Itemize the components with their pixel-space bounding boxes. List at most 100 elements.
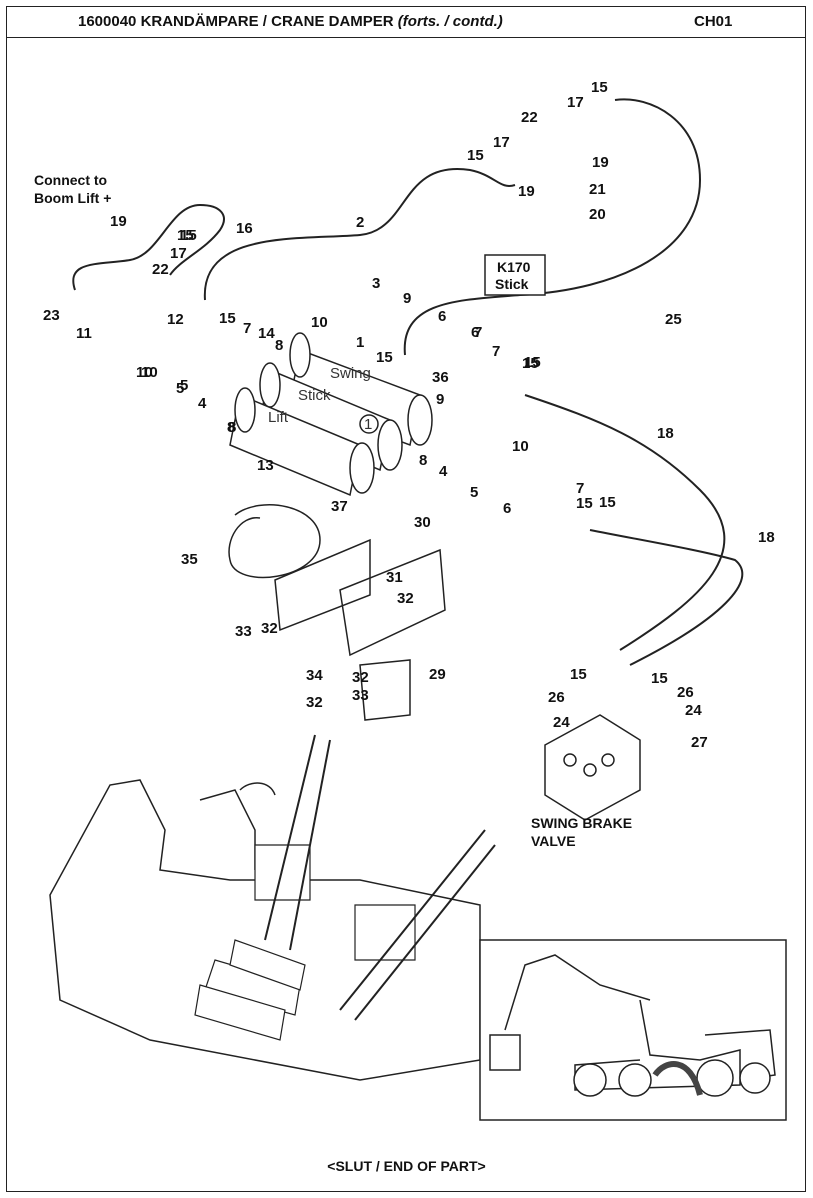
callout: 5 xyxy=(180,377,188,394)
callout: 25 xyxy=(665,311,682,328)
pointer-lines xyxy=(264,734,496,1021)
callout: 15 xyxy=(180,227,197,244)
callout: 32 xyxy=(352,669,369,686)
k170-box xyxy=(484,254,546,296)
k170-line1: K170 xyxy=(497,259,531,275)
hose-25 xyxy=(403,98,702,356)
callout: 8 xyxy=(419,452,427,469)
callout: 7 xyxy=(474,324,482,341)
callout: 15 xyxy=(522,355,539,372)
connect-line1: Connect to xyxy=(34,172,107,188)
callout: 7 xyxy=(243,320,251,337)
callout: 17 xyxy=(170,245,187,262)
callout: 17 xyxy=(493,134,510,151)
callout: 9 xyxy=(403,290,411,307)
callout: 19 xyxy=(592,154,609,171)
callout: 27 xyxy=(691,734,708,751)
callout: 19 xyxy=(518,183,535,200)
callout: 23 xyxy=(43,307,60,324)
callout: 10 xyxy=(141,364,158,381)
inset-machine xyxy=(479,939,787,1121)
page-id: CH01 xyxy=(694,13,733,30)
cyl-label-stick: Stick xyxy=(298,387,331,404)
callout: 7 xyxy=(576,480,584,497)
callout: 8 xyxy=(228,419,236,436)
callout: 32 xyxy=(397,590,414,607)
callout: 3 xyxy=(372,275,380,292)
mounted-cyl-c xyxy=(229,939,306,991)
swing-motor xyxy=(254,844,311,901)
callouts: 15 17 22 19 17 15 19 21 20 19 15 22 16 1… xyxy=(43,79,775,751)
swing-brake-line1: SWING BRAKE xyxy=(531,815,632,831)
callout: 22 xyxy=(152,261,169,278)
callout: 35 xyxy=(181,551,198,568)
callout: 17 xyxy=(567,94,584,111)
callout: 15 xyxy=(570,666,587,683)
circle-1-number: 1 xyxy=(364,416,372,433)
callout: 4 xyxy=(439,463,448,480)
cylinder-lift xyxy=(229,387,375,497)
callout: 19 xyxy=(110,213,127,230)
callout: 21 xyxy=(589,181,606,198)
callout: 15 xyxy=(651,670,668,687)
connect-line2: Boom Lift + xyxy=(34,190,111,206)
callout: 16 xyxy=(236,220,253,237)
callout: 6 xyxy=(503,500,511,517)
callout: 22 xyxy=(521,109,538,126)
hose-18a xyxy=(524,394,726,651)
callout: 6 xyxy=(438,308,446,325)
swing-brake-valve xyxy=(544,714,641,821)
mounted-cyl-b xyxy=(194,984,286,1041)
callout: 15 xyxy=(219,310,236,327)
callout: 6 xyxy=(471,324,479,341)
k170-line2: Stick xyxy=(495,276,529,292)
callout: 24 xyxy=(553,714,570,731)
rotator-motor xyxy=(354,904,416,961)
callout: 20 xyxy=(589,206,606,223)
callout: 18 xyxy=(657,425,674,442)
callout: 18 xyxy=(758,529,775,546)
hose-18b xyxy=(589,529,744,666)
callout: 15 xyxy=(599,494,616,511)
callout: 1 xyxy=(356,334,364,351)
part-title: 1600040 KRANDÄMPARE / CRANE DAMPER (fort… xyxy=(78,13,503,30)
callout: 10 xyxy=(136,364,153,381)
callout: 26 xyxy=(677,684,694,701)
callout: 10 xyxy=(512,438,529,455)
bracket-29 xyxy=(359,659,411,721)
page-frame xyxy=(6,6,806,1192)
callout: 30 xyxy=(414,514,431,531)
swing-brake-line2: VALVE xyxy=(531,833,576,849)
callout: 31 xyxy=(386,569,403,586)
page-header: 1600040 KRANDÄMPARE / CRANE DAMPER (fort… xyxy=(6,6,806,38)
callout: 12 xyxy=(167,311,184,328)
callout: 36 xyxy=(432,369,449,386)
callout: 15 xyxy=(177,227,194,244)
callout: 33 xyxy=(235,623,252,640)
callout: 15 xyxy=(591,79,608,96)
end-of-part: <SLUT / END OF PART> xyxy=(327,1158,486,1174)
callout: 11 xyxy=(76,325,92,342)
cyl-label-swing: Swing xyxy=(330,365,371,382)
callout: 37 xyxy=(331,498,348,515)
callout: 15 xyxy=(467,147,484,164)
bracket-30 xyxy=(339,548,446,657)
callout: 10 xyxy=(311,314,328,331)
callout: 15 xyxy=(524,354,541,371)
hose-16 xyxy=(72,203,225,291)
callout: 26 xyxy=(548,689,565,706)
callout: 5 xyxy=(470,484,478,501)
callout: 29 xyxy=(429,666,446,683)
callout: 15 xyxy=(376,349,393,366)
callout: 9 xyxy=(436,391,444,408)
callout: 32 xyxy=(261,620,278,637)
callout: 24 xyxy=(685,702,702,719)
callout: 34 xyxy=(306,667,323,684)
callout: 13 xyxy=(257,457,274,474)
circle-1 xyxy=(359,414,379,434)
callout: 8 xyxy=(275,337,283,354)
callout: 33 xyxy=(352,687,369,704)
callout: 5 xyxy=(176,380,184,397)
callout: 32 xyxy=(306,694,323,711)
